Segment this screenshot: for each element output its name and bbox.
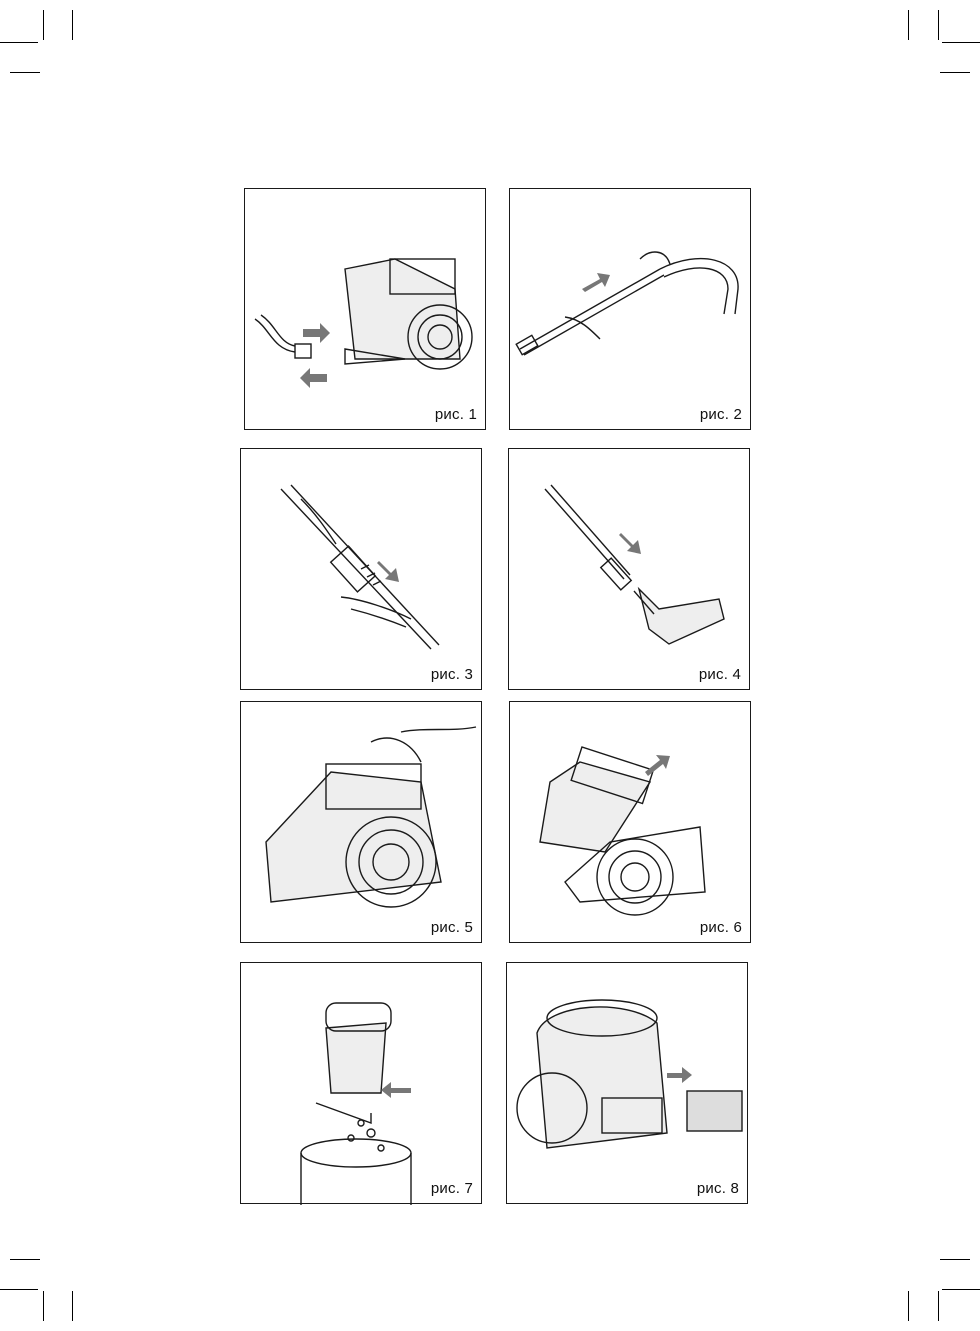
figure-caption: рис. 1 <box>435 406 477 423</box>
figure-2: рис. 2 <box>509 188 751 430</box>
figure-4: рис. 4 <box>508 448 750 690</box>
figure-caption: рис. 4 <box>699 666 741 683</box>
figure-caption: рис. 3 <box>431 666 473 683</box>
figure-3: рис. 3 <box>240 448 482 690</box>
dust-container-release-illustration <box>241 702 483 944</box>
figure-7: рис. 7 <box>240 962 482 1204</box>
dust-container-remove-illustration <box>510 702 752 944</box>
exhaust-filter-remove-illustration <box>507 963 749 1205</box>
figure-caption: рис. 8 <box>697 1180 739 1197</box>
figure-8: рис. 8 <box>506 962 748 1204</box>
figure-caption: рис. 2 <box>700 406 742 423</box>
figure-caption: рис. 6 <box>700 919 742 936</box>
floor-brush-illustration <box>509 449 751 691</box>
figure-caption: рис. 5 <box>431 919 473 936</box>
figure-6: рис. 6 <box>509 701 751 943</box>
telescopic-tube-illustration <box>241 449 483 691</box>
figure-caption: рис. 7 <box>431 1180 473 1197</box>
dust-container-empty-illustration <box>241 963 483 1205</box>
vacuum-hose-connect-illustration <box>245 189 487 431</box>
figure-5: рис. 5 <box>240 701 482 943</box>
figure-1: рис. 1 <box>244 188 486 430</box>
wand-attach-illustration <box>510 189 752 431</box>
